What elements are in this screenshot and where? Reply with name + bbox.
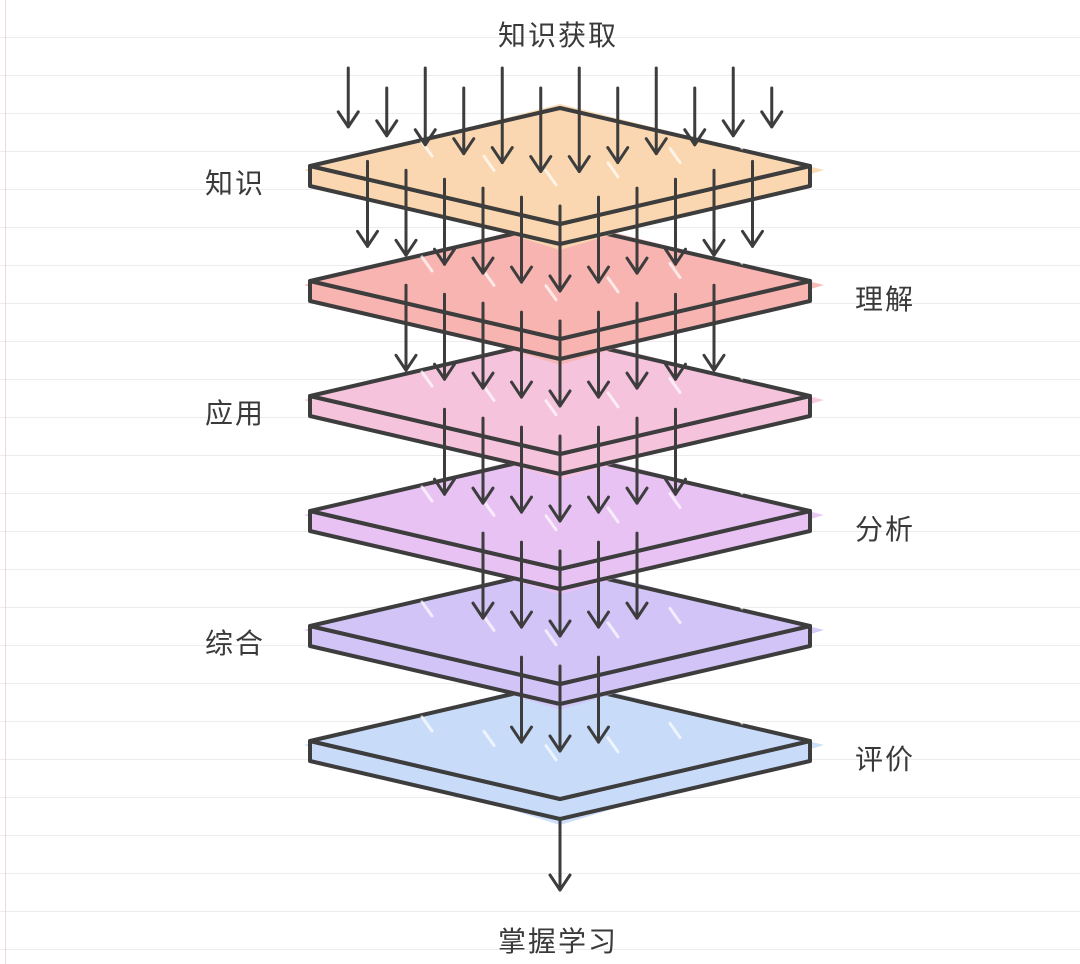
arrow-into-analysis — [548, 434, 572, 523]
arrow-into-application — [625, 301, 649, 390]
arrow-into-analysis — [664, 407, 687, 496]
arrow-output-mastery — [548, 817, 572, 892]
title-bottom: 掌握学习 — [498, 925, 619, 958]
level-label-synthesis: 综合 — [205, 627, 266, 660]
arrow-into-comprehension — [548, 204, 572, 293]
arrow-into-evaluation — [548, 664, 572, 753]
arrow-into-analysis — [625, 416, 649, 505]
arrow-into-synthesis — [510, 540, 533, 629]
arrow-into-knowledge — [375, 86, 399, 138]
arrow-into-knowledge — [452, 86, 476, 156]
arrow-into-knowledge — [567, 66, 591, 174]
arrow-into-comprehension — [471, 186, 495, 275]
arrow-into-knowledge — [644, 66, 668, 156]
arrow-into-evaluation — [510, 655, 533, 744]
level-label-evaluation: 评价 — [855, 743, 916, 776]
arrow-into-application — [471, 301, 495, 390]
arrows-layer — [336, 66, 784, 892]
arrow-into-analysis — [433, 407, 456, 496]
arrow-into-comprehension — [741, 159, 764, 248]
level-label-comprehension: 理解 — [855, 283, 916, 316]
arrow-into-comprehension — [625, 186, 649, 275]
arrow-into-analysis — [471, 416, 495, 505]
arrow-into-synthesis — [625, 531, 649, 620]
arrow-into-knowledge — [683, 86, 707, 147]
arrow-into-evaluation — [587, 655, 610, 744]
arrow-into-synthesis — [471, 531, 495, 620]
arrow-into-application — [548, 319, 572, 408]
level-label-analysis: 分析 — [855, 513, 916, 546]
arrow-into-knowledge — [721, 66, 745, 138]
arrow-into-application — [394, 283, 418, 372]
arrow-into-comprehension — [587, 195, 610, 284]
arrow-into-application — [702, 283, 726, 372]
arrow-into-knowledge — [336, 66, 360, 129]
arrow-into-comprehension — [702, 168, 726, 257]
layer-plate-knowledge — [304, 104, 824, 250]
arrow-into-knowledge — [606, 86, 630, 165]
arrow-into-knowledge — [529, 86, 553, 174]
level-label-knowledge: 知识 — [205, 167, 266, 200]
arrow-into-application — [587, 310, 610, 399]
arrow-into-comprehension — [664, 177, 687, 266]
arrow-into-application — [510, 310, 533, 399]
arrow-into-synthesis — [548, 549, 572, 638]
arrow-into-knowledge — [760, 86, 784, 129]
arrow-into-analysis — [587, 425, 610, 514]
notebook-margin-line — [5, 0, 6, 964]
title-top: 知识获取 — [498, 19, 619, 52]
arrow-into-synthesis — [587, 540, 610, 629]
arrow-into-analysis — [510, 425, 533, 514]
arrow-into-comprehension — [394, 168, 418, 257]
arrow-into-comprehension — [433, 177, 456, 266]
arrow-into-knowledge — [413, 66, 437, 147]
level-label-application: 应用 — [205, 397, 266, 430]
arrow-into-knowledge — [490, 66, 514, 165]
arrow-into-application — [433, 292, 456, 381]
arrow-into-comprehension — [356, 159, 379, 248]
arrow-into-application — [664, 292, 687, 381]
arrow-into-comprehension — [510, 195, 533, 284]
